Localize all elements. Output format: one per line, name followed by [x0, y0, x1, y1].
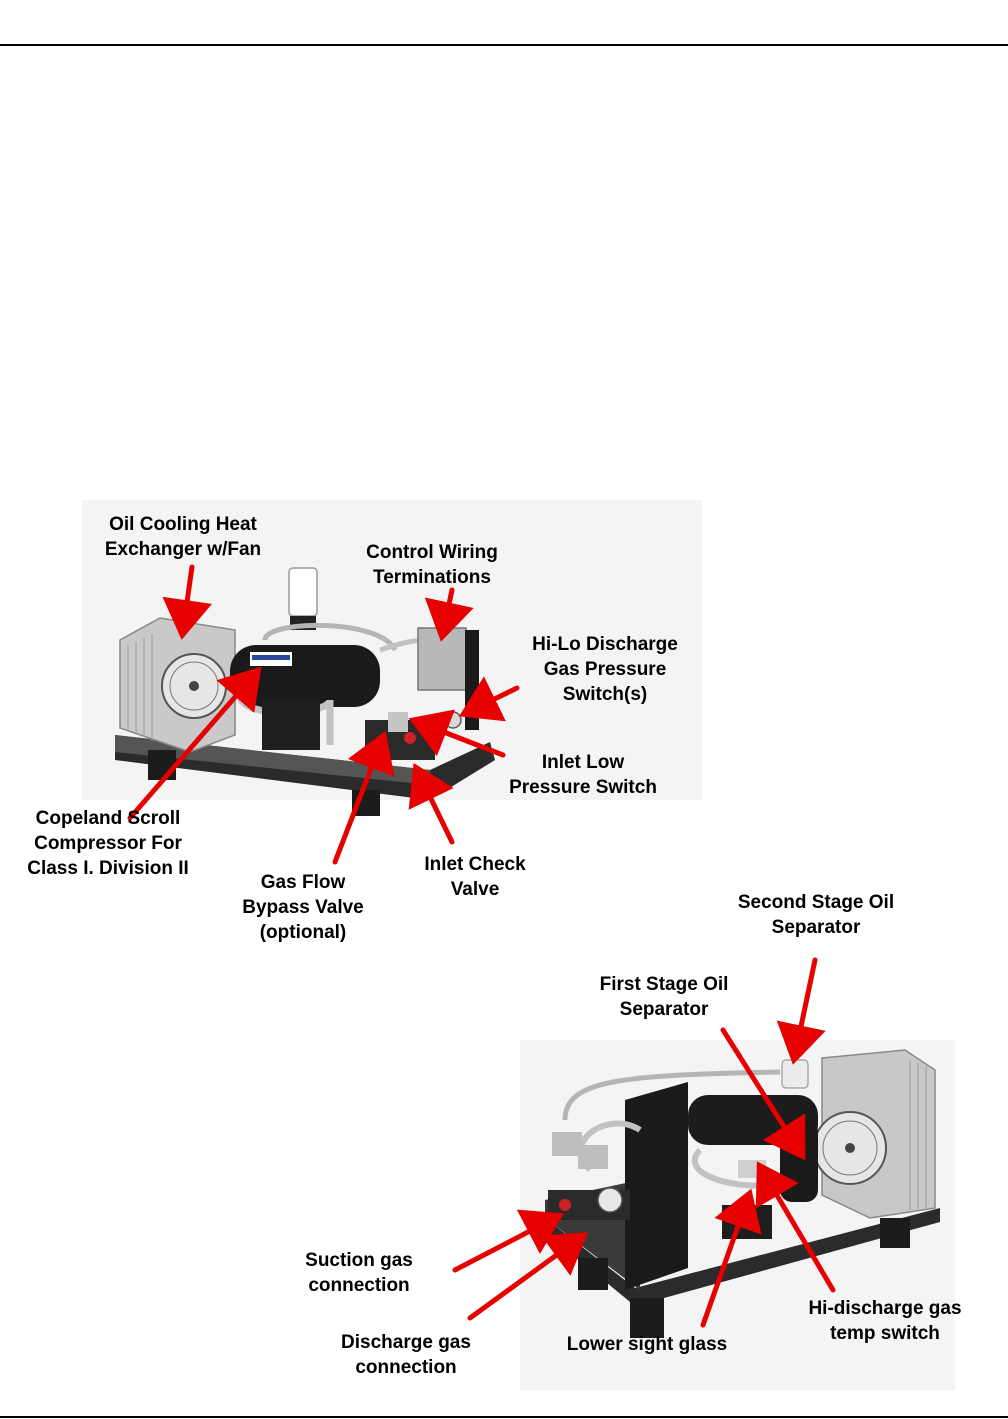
label-inlet-low-pressure-switch: Inlet Low Pressure Switch: [509, 752, 657, 798]
arrow-hi-lo-switch: [459, 676, 520, 722]
arrow-bypass-valve: [332, 730, 395, 865]
label-first-stage-oil-separator: First Stage Oil Separator: [599, 974, 729, 1020]
arrow-inlet-check: [408, 763, 455, 845]
arrow-control-wiring: [424, 587, 474, 642]
label-hi-lo-discharge-switch: Hi-Lo Discharge Gas Pressure Switch(s): [532, 634, 678, 705]
label-discharge-gas-connection: Discharge gas connection: [341, 1332, 471, 1378]
header-rule: [0, 44, 1008, 46]
label-inlet-check-valve: Inlet Check Valve: [424, 854, 526, 900]
arrow-suction: [452, 1209, 564, 1273]
label-lower-sight-glass: Lower sight glass: [566, 1334, 728, 1355]
arrow-discharge: [467, 1232, 589, 1321]
label-suction-gas-connection: Suction gas connection: [305, 1250, 413, 1296]
label-oil-cooling-heat-exchanger: Oil Cooling Heat Exchanger w/Fan: [104, 514, 262, 560]
footer-rule: [0, 1416, 1008, 1418]
arrow-compressor: [127, 666, 262, 821]
label-hi-discharge-gas-temp-switch: Hi-discharge gas temp switch: [808, 1298, 962, 1344]
label-copeland-scroll-compressor: Copeland Scroll Compressor For Class I. …: [27, 808, 189, 879]
arrow-oil-cooling: [162, 564, 212, 640]
arrow-second-stage: [776, 957, 826, 1065]
arrow-sight-glass: [700, 1188, 762, 1328]
arrow-inlet-low: [408, 709, 506, 758]
label-gas-flow-bypass-valve: Gas Flow Bypass Valve (optional): [242, 872, 364, 943]
arrow-first-stage: [720, 1027, 806, 1161]
label-second-stage-oil-separator: Second Stage Oil Separator: [737, 892, 895, 938]
arrow-temp-switch: [755, 1161, 836, 1293]
label-control-wiring-terminations: Control Wiring Terminations: [366, 542, 498, 588]
